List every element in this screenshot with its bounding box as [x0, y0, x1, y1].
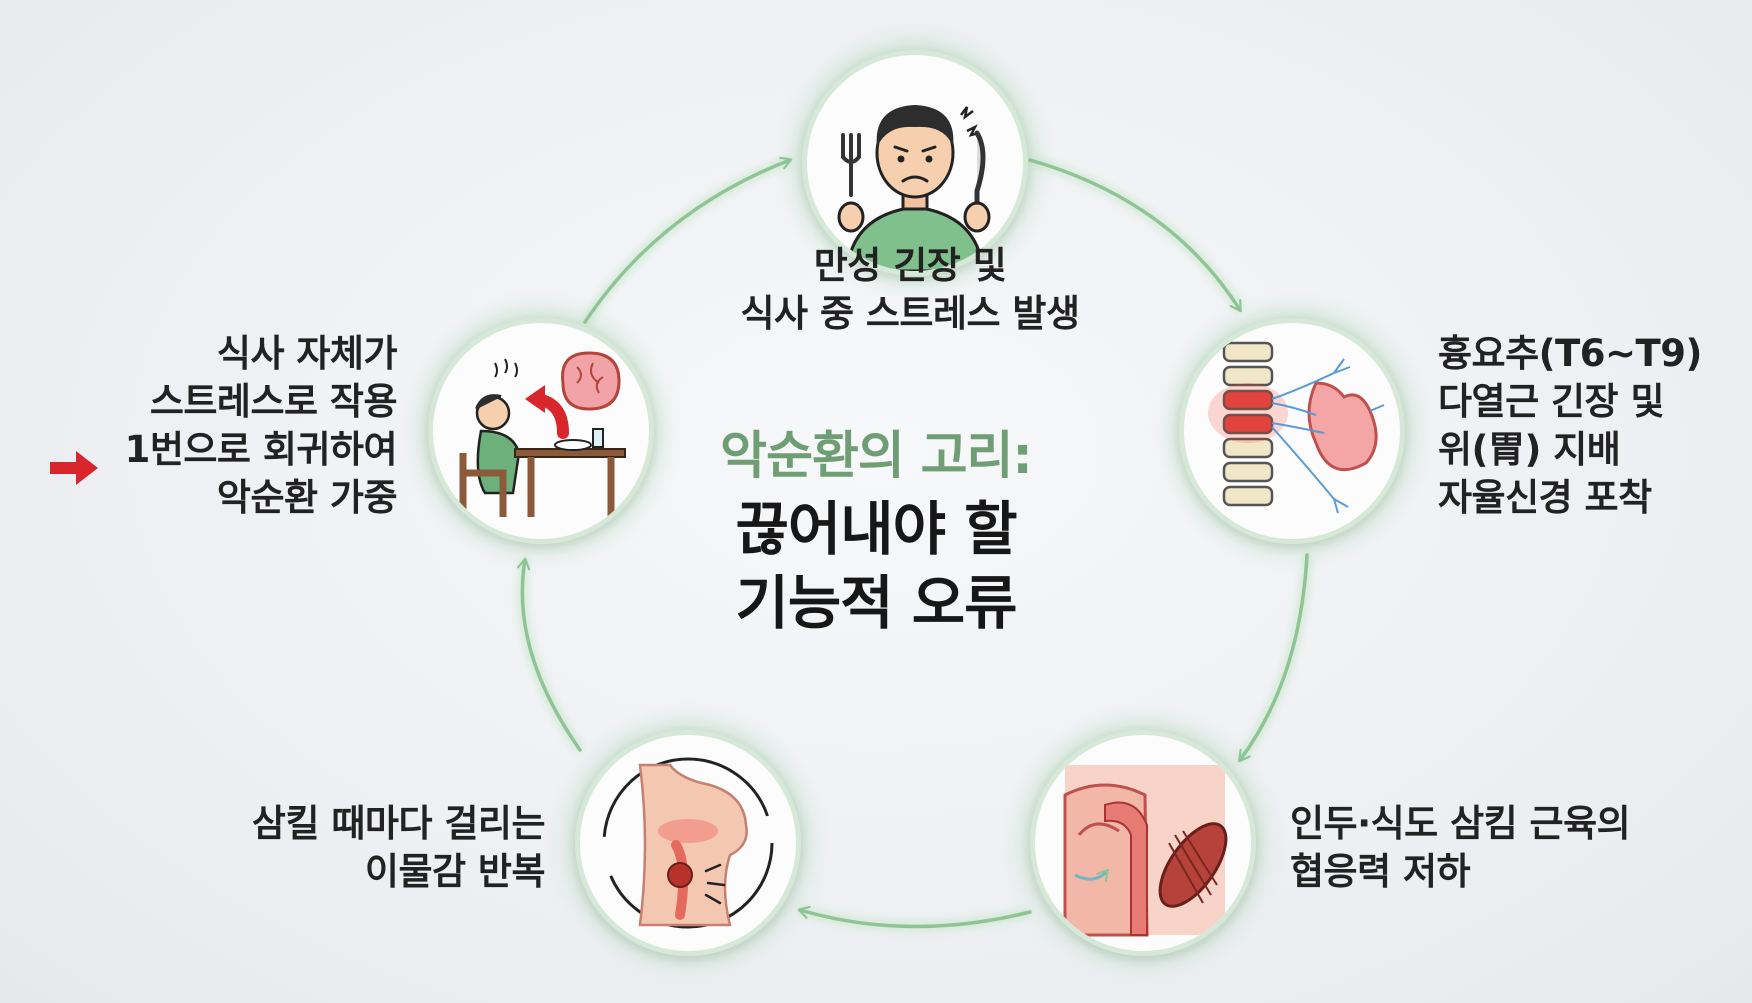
step-3-label-line: 인두·식도 삼킴 근육의	[1290, 802, 1631, 845]
step-5-label-line: 악순환 가중	[216, 476, 398, 519]
step-4-label-line: 삼킬 때마다 걸리는	[251, 802, 546, 845]
step-4-node	[575, 730, 801, 956]
step-5-label-line: 1번으로 회귀하여	[124, 428, 398, 471]
center-title-line-2: 끊어내야 할	[735, 495, 1018, 563]
brain-feedback-icon	[459, 351, 626, 517]
step-2-node	[1179, 318, 1405, 544]
arrow-5-to-1	[517, 557, 582, 752]
step-4-label-line: 이물감 반복	[364, 850, 546, 893]
center-title: 악순환의 고리: 끊어내야 할 기능적 오류	[666, 422, 1086, 640]
return-arrow-icon	[50, 451, 98, 485]
step-2-label: 흉요추(T6~T9) 다열근 긴장 및 위(胃) 지배 자율신경 포착	[1438, 330, 1702, 522]
step-2-label-line: 흉요추(T6~T9)	[1438, 332, 1702, 375]
throat-muscle-icon	[1063, 765, 1228, 937]
step-5-label-line: 식사 자체가	[216, 332, 398, 375]
step-1-label: 만성 긴장 및 식사 중 스트레스 발생	[700, 242, 1120, 338]
step-3-label: 인두·식도 삼킴 근육의 협응력 저하	[1290, 800, 1631, 896]
arrow-2-to-3	[1028, 158, 1242, 313]
step-5-node	[428, 318, 654, 544]
step-5-label: 식사 자체가 스트레스로 작용 1번으로 회귀하여 악순환 가중	[60, 330, 398, 522]
step-1-label-line: 식사 중 스트레스 발생	[740, 292, 1080, 335]
arrow-1-to-2	[583, 156, 793, 324]
step-2-label-line: 위(胃) 지배	[1438, 428, 1621, 471]
center-title-line-1: 악순환의 고리:	[720, 427, 1033, 486]
stressed-diner-icon	[837, 105, 991, 271]
step-2-label-line: 다열근 긴장 및	[1438, 380, 1665, 423]
arrow-3-to-4	[1238, 553, 1309, 763]
spine-stomach-icon	[1208, 341, 1385, 514]
step-1-node	[802, 50, 1028, 276]
step-3-node	[1030, 730, 1256, 956]
step-4-label: 삼킬 때마다 걸리는 이물감 반복	[140, 800, 546, 896]
step-3-label-line: 협응력 저하	[1290, 850, 1471, 893]
step-2-label-line: 자율신경 포착	[1438, 476, 1652, 519]
throat-lump-icon	[602, 757, 774, 929]
step-1-label-line: 만성 긴장 및	[813, 244, 1007, 287]
step-5-label-line: 스트레스로 작용	[149, 380, 398, 423]
center-title-line-3: 기능적 오류	[735, 569, 1018, 637]
arrow-4-to-5	[797, 905, 1032, 929]
